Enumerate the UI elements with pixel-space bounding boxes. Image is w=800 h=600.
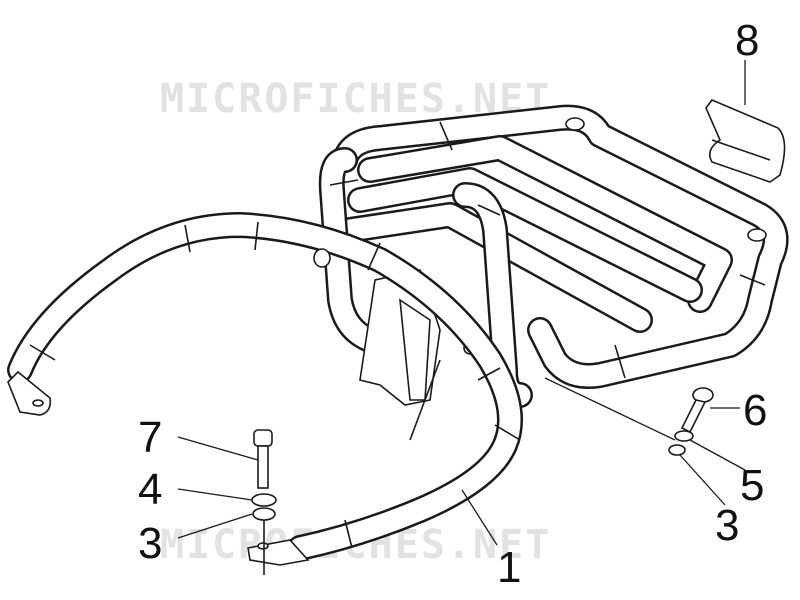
rack-bump-1 (565, 117, 585, 131)
part-4-washer (251, 493, 277, 507)
part-3-washer-right (668, 444, 686, 456)
label-part-3a: 3 (138, 519, 162, 568)
label-part-1: 1 (497, 543, 521, 592)
part-5-washer (674, 430, 694, 442)
mounting-bracket (359, 269, 477, 441)
part-3-washer-left (252, 507, 276, 521)
tube-knob (313, 248, 331, 268)
rack-platform (332, 104, 789, 389)
label-part-6: 6 (743, 386, 767, 435)
label-part-8: 8 (735, 16, 759, 65)
rack-bump-2 (747, 228, 767, 242)
label-part-3b: 3 (715, 501, 739, 550)
label-part-7: 7 (138, 413, 162, 462)
part-1-handle-tube (7, 212, 523, 566)
label-part-5: 5 (740, 461, 764, 510)
part-7-bolt (253, 429, 273, 489)
label-part-4: 4 (138, 465, 162, 514)
part-6-screw (680, 387, 714, 434)
part-8-clip (705, 99, 786, 183)
leader-lines (177, 60, 746, 546)
